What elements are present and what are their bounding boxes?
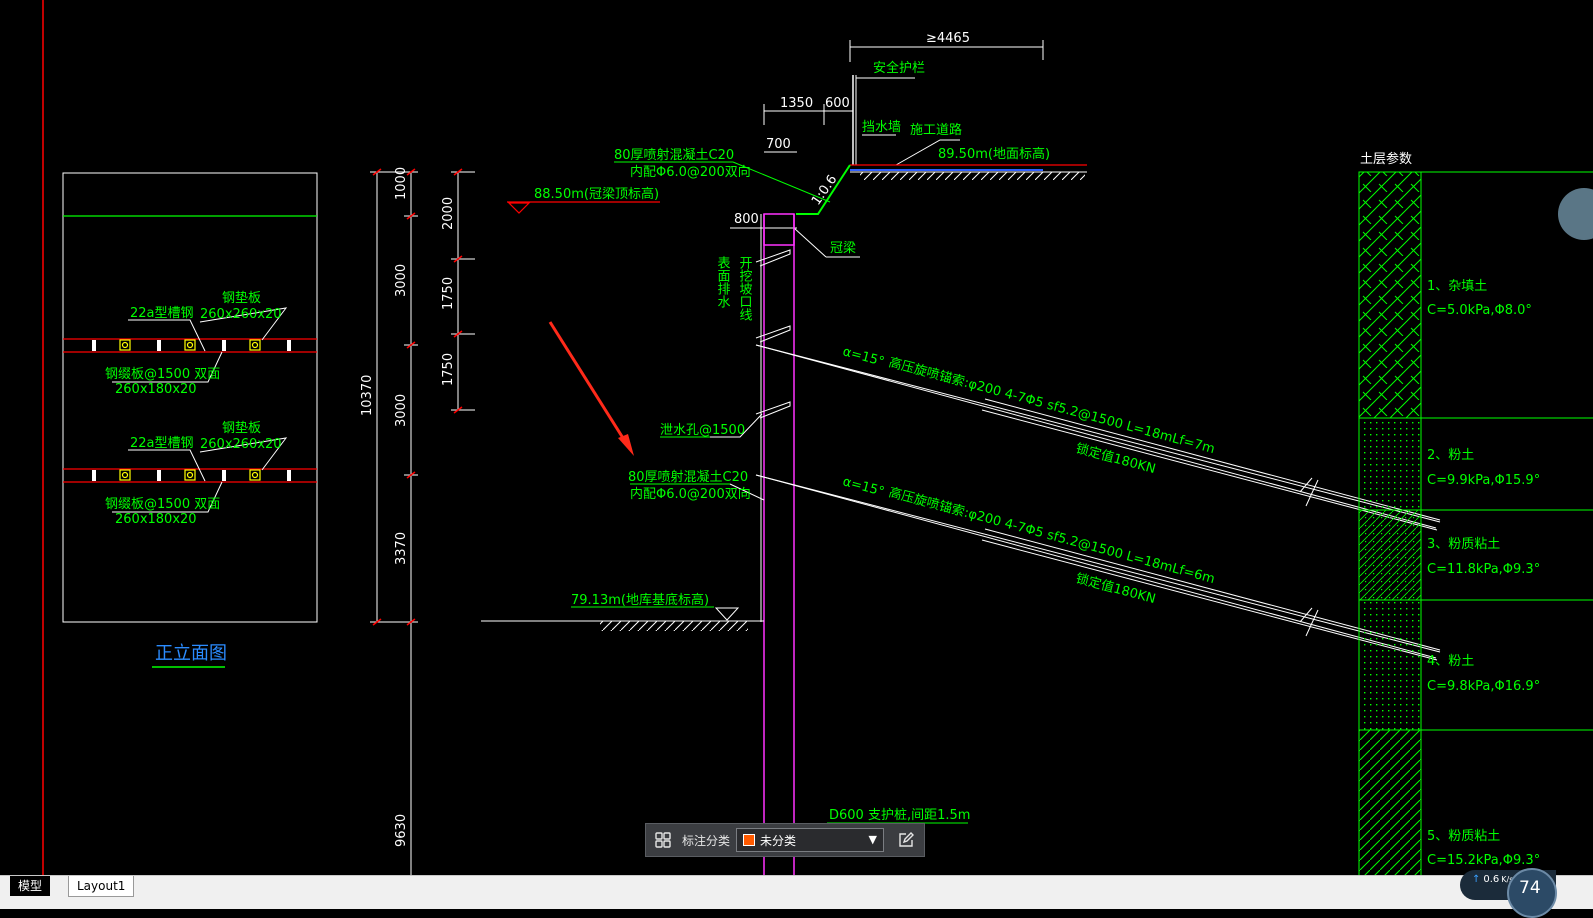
edit-icon[interactable] — [894, 828, 918, 852]
grid-icon[interactable] — [652, 829, 674, 851]
elev-a-plate-label: 钢垫板 — [222, 290, 261, 306]
dim-3000a: 3000 — [394, 264, 409, 297]
anchor2-spec: 高压旋喷锚索:φ200 4-7Φ5 sf5.2@1500 L=18mLf=6m — [887, 484, 1217, 587]
dim-2000: 2000 — [441, 197, 456, 230]
slope-ratio: 1:0.6 — [809, 172, 840, 208]
elev-a-plate-size: 260x260x20 — [200, 307, 282, 322]
dim-1750b: 1750 — [441, 353, 456, 386]
elev-b-bottom1: 钢缀板@1500 双面 — [105, 497, 220, 512]
label-surface-drain: 表面排水 — [715, 256, 731, 308]
shotcrete-top-1: 80厚喷射混凝土C20 — [614, 147, 734, 163]
label-retaining-wall: 挡水墙 — [862, 120, 901, 135]
dim-9630: 9630 — [394, 814, 409, 847]
anchor2-angle: α=15° — [841, 474, 886, 499]
dim-1350: 1350 — [780, 96, 813, 111]
elev-ground: 89.50m(地面标高) — [938, 146, 1050, 162]
label-chute: 开挖坡口线 — [737, 256, 753, 321]
dim-700: 700 — [766, 137, 791, 152]
soil4-name: 4、粉土 — [1427, 654, 1474, 669]
dim-3370: 3370 — [394, 532, 409, 565]
soil4-param: C=9.8kPa,Φ16.9° — [1427, 679, 1540, 694]
soil1-name: 1、杂填土 — [1427, 279, 1487, 294]
layout-tab-bar: 模型 Layout1 — [0, 875, 1593, 909]
soil3-name: 3、粉质粘土 — [1427, 537, 1500, 552]
shotcrete-top-2: 内配Φ6.0@200双向 — [630, 164, 751, 180]
floating-ball-icon[interactable] — [1558, 188, 1593, 240]
annotation-category-toolbar: 标注分类 未分类 ▼ — [645, 823, 925, 857]
elev-pit-bottom: 79.13m(地库基底标高) — [571, 592, 709, 608]
elev-b-plate-label: 钢垫板 — [222, 420, 261, 436]
elev-a-bottom2: 260x180x20 — [115, 382, 197, 397]
cad-drawing-canvas[interactable]: 22a型槽钢 钢垫板 260x260x20 钢缀板@1500 双面 260x18… — [0, 0, 1593, 885]
dim-1000: 1000 — [394, 167, 409, 200]
label-road: 施工道路 — [910, 122, 962, 138]
soil3-param: C=11.8kPa,Φ9.3° — [1427, 562, 1540, 577]
selected-category: 未分类 — [760, 833, 797, 848]
label-safety-rail: 安全护栏 — [873, 60, 925, 76]
soil1-param: C=5.0kPa,Φ8.0° — [1427, 303, 1532, 318]
annotation-category-dropdown[interactable]: 未分类 ▼ — [736, 828, 885, 852]
elevation-view-title: 正立面图 — [155, 643, 227, 664]
soil2-param: C=9.9kPa,Φ15.9° — [1427, 473, 1540, 488]
dim-10370: 10370 — [360, 375, 375, 416]
shotcrete-mid-1: 80厚喷射混凝土C20 — [628, 469, 748, 485]
dim-top-width: ≥4465 — [926, 31, 970, 46]
elevation-view — [62, 172, 318, 623]
soil5-name: 5、粉质粘土 — [1427, 829, 1500, 844]
vertical-dimensions — [370, 168, 475, 885]
upload-arrow-icon: ↑ — [1472, 874, 1481, 885]
memory-gauge[interactable]: 74 — [1507, 868, 1557, 918]
dim-800: 800 — [734, 212, 759, 227]
soil-title: 土层参数 — [1360, 151, 1412, 167]
annotation-category-label: 标注分类 — [682, 833, 731, 848]
chevron-down-icon: ▼ — [868, 833, 878, 846]
elev-crown-beam: 88.50m(冠梁顶标高) — [534, 186, 659, 202]
elev-b-beam-label: 22a型槽钢 — [130, 436, 194, 451]
elev-a-bottom1: 钢缀板@1500 双面 — [105, 367, 220, 382]
soil-column — [1358, 171, 1593, 885]
dim-600: 600 — [825, 96, 850, 111]
tab-model[interactable]: 模型 — [10, 876, 51, 896]
section-geometry — [481, 40, 1441, 885]
label-crown-beam: 冠梁 — [830, 241, 856, 256]
net-speed-value: 0.6 — [1483, 874, 1500, 885]
category-color-swatch — [743, 834, 756, 846]
net-speed-unit: K/s — [1501, 875, 1514, 884]
label-pile: D600 支护桩,间距1.5m — [829, 808, 970, 823]
elev-a-beam-label: 22a型槽钢 — [130, 306, 194, 321]
dim-3000b: 3000 — [394, 394, 409, 427]
elev-b-plate-size: 260x260x20 — [200, 437, 282, 452]
tab-layout1[interactable]: Layout1 — [68, 876, 135, 897]
anchor1-spec: 高压旋喷锚索:φ200 4-7Φ5 sf5.2@1500 L=18mLf=7m — [887, 354, 1217, 457]
memory-percent: 74 — [1519, 878, 1541, 898]
soil5-param: C=15.2kPa,Φ9.3° — [1427, 853, 1540, 868]
elev-b-bottom2: 260x180x20 — [115, 512, 197, 527]
label-drain-hole: 泄水孔@1500 — [660, 423, 745, 438]
soil2-name: 2、粉土 — [1427, 448, 1474, 463]
shotcrete-mid-2: 内配Φ6.0@200双向 — [630, 486, 751, 502]
dim-1750a: 1750 — [441, 277, 456, 310]
anchor1-angle: α=15° — [841, 344, 886, 369]
